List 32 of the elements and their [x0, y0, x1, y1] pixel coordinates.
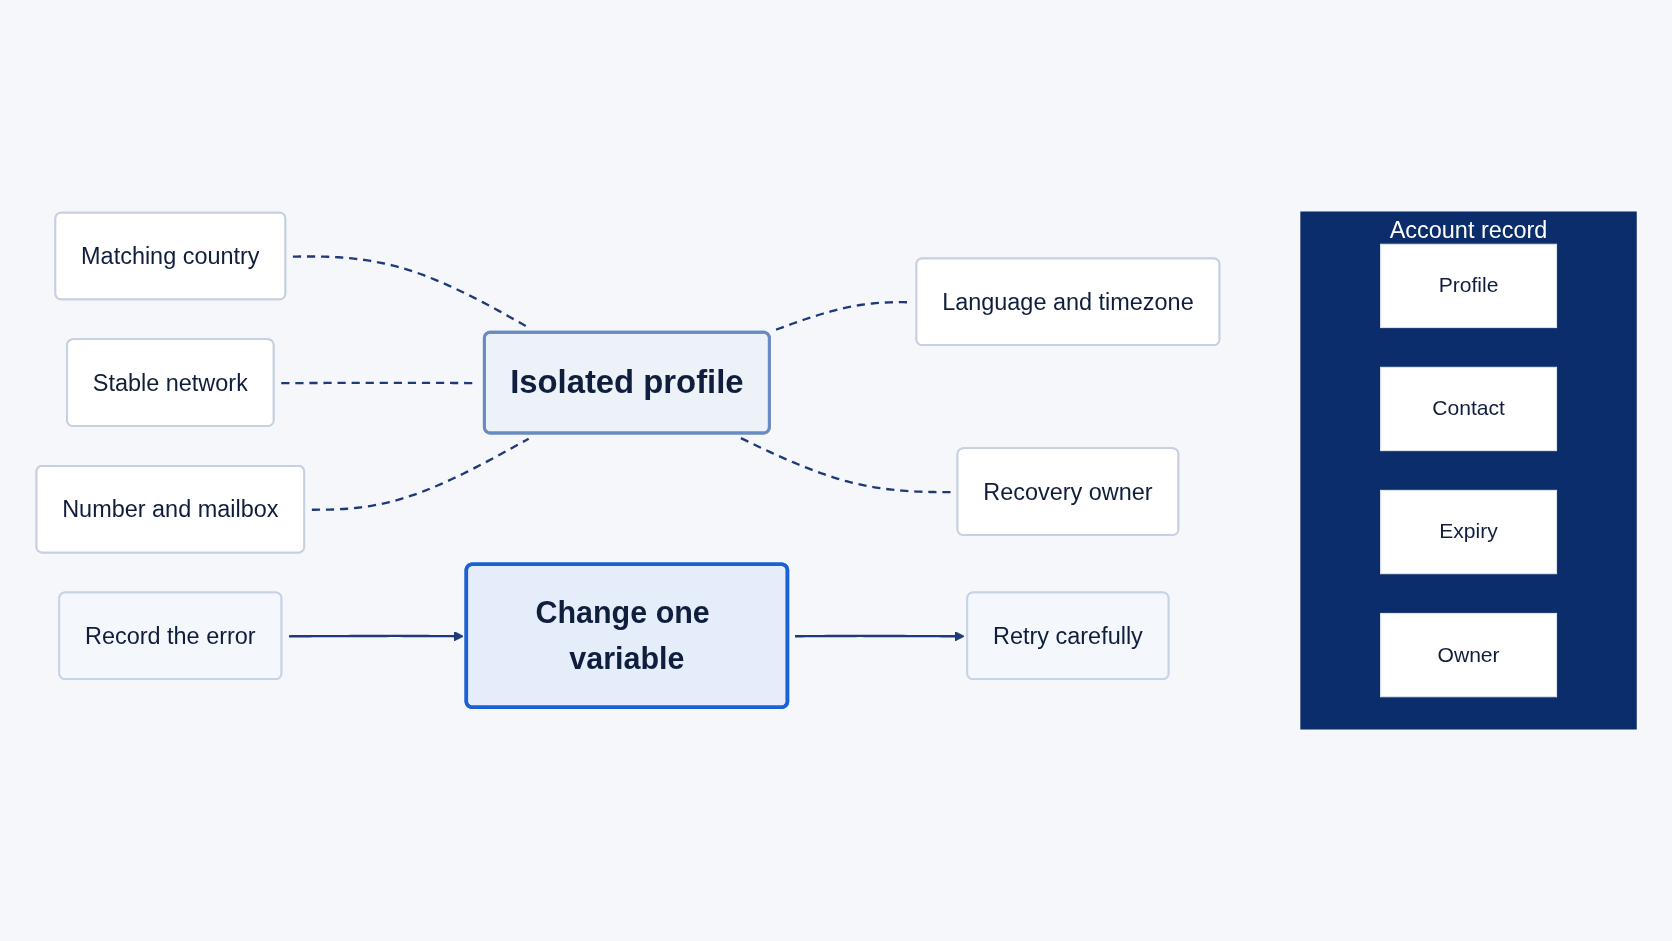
panel-title: Account record — [1389, 216, 1548, 246]
node-label: Change one variable — [534, 593, 711, 678]
node-label: Contact — [1432, 395, 1505, 423]
node-label: Profile — [1438, 272, 1499, 300]
node-label: Language and timezone — [942, 287, 1194, 317]
node-label: Matching country — [81, 242, 260, 271]
requirement-box — [54, 211, 287, 301]
node-label: Stable network — [92, 368, 248, 398]
step-box — [58, 591, 283, 680]
node-label: Isolated profile — [510, 362, 744, 403]
node-label: Number and mailbox — [62, 495, 279, 525]
record-row — [1380, 243, 1558, 329]
step-box — [966, 591, 1170, 680]
central-box — [482, 330, 771, 435]
record-row — [1380, 489, 1558, 575]
record-row — [1380, 612, 1558, 698]
highlighted-step-box — [464, 562, 790, 709]
node-label: Owner — [1437, 641, 1500, 669]
dashed-connector — [311, 437, 530, 511]
dashed-connector — [292, 255, 527, 327]
requirement-box — [35, 464, 306, 554]
node-label: Expiry — [1439, 518, 1498, 546]
arrow — [795, 631, 965, 642]
node-label: Recovery owner — [983, 477, 1153, 507]
requirement-box — [66, 338, 275, 427]
requirement-box — [956, 447, 1180, 536]
node-label: Record the error — [85, 621, 256, 651]
record-row — [1380, 366, 1558, 452]
arrow — [288, 631, 464, 642]
node-label: Retry carefully — [993, 621, 1143, 651]
dashed-connector — [740, 437, 952, 494]
requirement-box — [915, 257, 1221, 346]
